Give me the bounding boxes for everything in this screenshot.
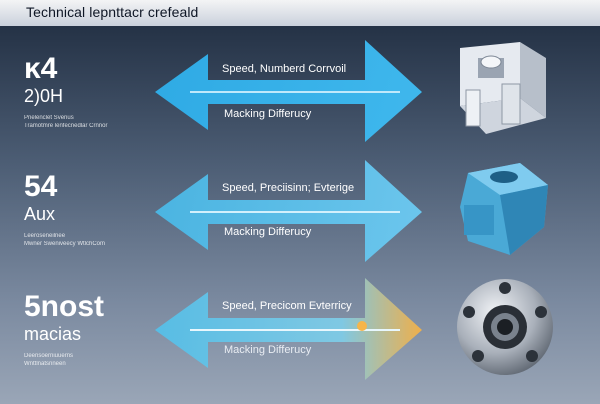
row-2-sub-label: Aux bbox=[24, 204, 56, 224]
row-1-big-label: ĸ4 bbox=[24, 52, 58, 85]
row-2-label-top: Speed, Preciisinn; Evterige bbox=[222, 182, 355, 194]
row-3-big-label: 5nost bbox=[24, 290, 105, 323]
row-3-sub-label: macias bbox=[24, 324, 82, 344]
mechanical-block-icon bbox=[460, 42, 546, 134]
row-3-note-1: Deensoerniuuerns bbox=[24, 353, 74, 359]
row-1-note-2: Tramotmre lenfecnedlar Crnnor bbox=[24, 123, 108, 129]
row-1-note-1: Pnelenclet Svenus bbox=[24, 115, 74, 121]
row-2-note-2: Mwner Sweniveecy WtlchCom bbox=[24, 241, 106, 247]
row-1-label-bottom: Macking Differucy bbox=[224, 108, 312, 120]
page-title: Technical lepnttacr crefeald bbox=[26, 4, 199, 20]
double-arrow-2 bbox=[155, 160, 422, 262]
row-2-big-label: 54 bbox=[24, 170, 58, 203]
row-1-sub-label: 2)0H bbox=[24, 86, 64, 106]
row-2-stats: 54 Aux Leeroseneilnee Mwner Sweniveecy W… bbox=[24, 170, 194, 248]
double-arrow-3 bbox=[155, 278, 422, 380]
row-1-label-top: Speed, Numberd Corrvoil bbox=[222, 63, 347, 75]
row-2-note-1: Leeroseneilnee bbox=[24, 233, 66, 239]
row-1-stats: ĸ4 2)0H Pnelenclet Svenus Tramotmre lenf… bbox=[24, 52, 194, 130]
blue-casting-icon bbox=[460, 163, 548, 255]
row-3-label-top: Speed, Precicom Evterricy bbox=[222, 300, 352, 312]
double-arrow-1 bbox=[155, 40, 422, 142]
row-3-note-2: Wnttlnatsnneen bbox=[24, 361, 66, 367]
metal-flange-icon bbox=[457, 279, 553, 375]
title-bar: Technical lepnttacr crefeald bbox=[0, 0, 600, 26]
row-3-stats: 5nost macias Deensoerniuuerns Wnttlnatsn… bbox=[24, 290, 194, 368]
row-3-label-bottom: Macking Differucy bbox=[224, 344, 312, 356]
row-2-label-bottom: Macking Differucy bbox=[224, 226, 312, 238]
